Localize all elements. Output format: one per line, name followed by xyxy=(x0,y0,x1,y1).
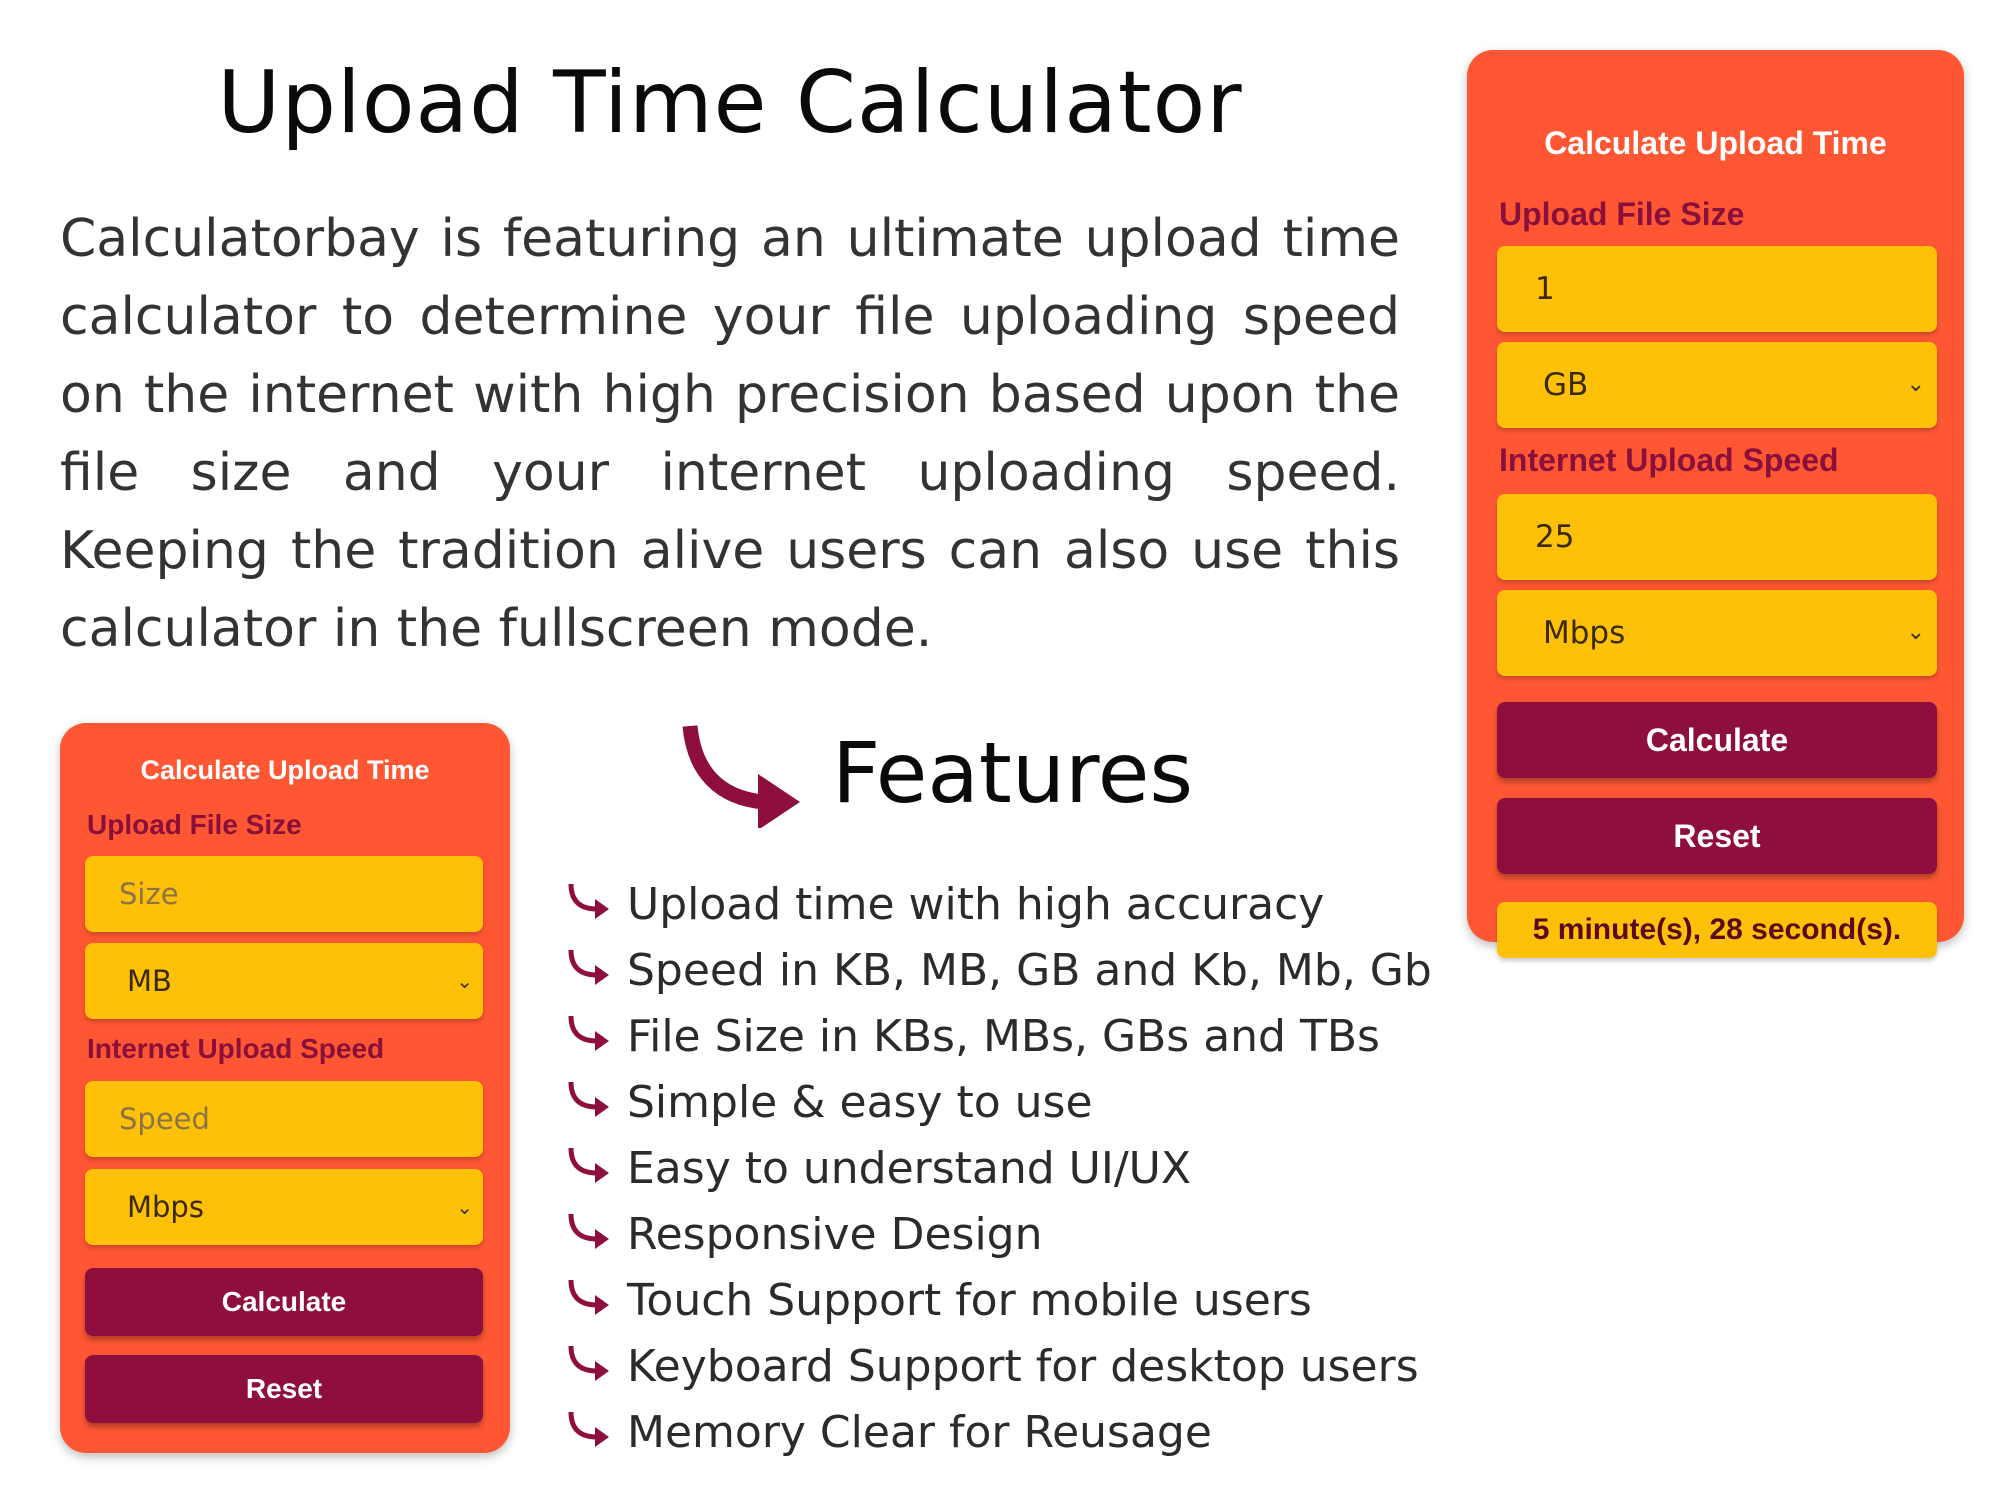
file-size-input[interactable]: 1 xyxy=(1497,246,1937,332)
feature-text: Simple & easy to use xyxy=(627,1077,1093,1128)
feature-text: Memory Clear for Reusage xyxy=(627,1407,1212,1458)
features-title: Features xyxy=(832,724,1194,822)
chevron-down-icon: ⌄ xyxy=(1906,372,1925,397)
upload-speed-placeholder: Speed xyxy=(119,1102,210,1136)
page-title: Upload Time Calculator xyxy=(217,53,1243,153)
upload-speed-value: 25 xyxy=(1535,519,1575,555)
feature-text: Responsive Design xyxy=(627,1209,1043,1260)
file-size-unit-select[interactable]: GB ⌄ xyxy=(1497,342,1937,428)
feature-text: Keyboard Support for desktop users xyxy=(627,1341,1419,1392)
upload-speed-unit-select[interactable]: Mbps ⌄ xyxy=(1497,590,1937,676)
feature-item: File Size in KBs, MBs, GBs and TBs xyxy=(565,1004,1425,1070)
feature-item: Simple & easy to use xyxy=(565,1070,1425,1136)
intro-paragraph: Calculatorbay is featuring an ultimate u… xyxy=(60,209,1400,659)
curved-arrow-icon xyxy=(568,1411,609,1447)
feature-item: Upload time with high accuracy xyxy=(565,872,1425,938)
chevron-down-icon: ⌄ xyxy=(456,969,473,993)
upload-speed-unit-value: Mbps xyxy=(127,1190,204,1224)
file-size-unit-value: MB xyxy=(127,964,172,998)
feature-text: Touch Support for mobile users xyxy=(627,1275,1312,1326)
curved-arrow-icon xyxy=(568,883,609,919)
features-list: Upload time with high accuracy Speed in … xyxy=(565,872,1432,1466)
curved-arrow-icon xyxy=(682,725,800,828)
feature-text: Easy to understand UI/UX xyxy=(627,1143,1192,1194)
feature-text: File Size in KBs, MBs, GBs and TBs xyxy=(627,1011,1380,1062)
feature-item: Speed in KB, MB, GB and Kb, Mb, Gb xyxy=(565,938,1432,1004)
upload-speed-unit-select[interactable]: Mbps ⌄ xyxy=(85,1169,483,1245)
calculator-card-empty: Calculate Upload Time Upload File Size S… xyxy=(60,723,510,1453)
feature-item: Easy to understand UI/UX xyxy=(565,1136,1425,1202)
feature-text: Upload time with high accuracy xyxy=(627,879,1325,930)
curved-arrow-icon xyxy=(568,1147,609,1183)
upload-speed-label: Internet Upload Speed xyxy=(1499,442,1839,478)
upload-speed-input[interactable]: 25 xyxy=(1497,494,1937,580)
upload-speed-unit-value: Mbps xyxy=(1543,615,1626,651)
file-size-label: Upload File Size xyxy=(87,809,302,840)
upload-speed-label: Internet Upload Speed xyxy=(87,1033,385,1064)
result-output: 5 minute(s), 28 second(s). xyxy=(1497,902,1937,958)
calculator-card-filled: Calculate Upload Time Upload File Size 1… xyxy=(1467,50,1964,958)
file-size-unit-value: GB xyxy=(1543,367,1589,403)
reset-button[interactable]: Reset xyxy=(85,1355,483,1423)
file-size-placeholder: Size xyxy=(119,877,179,911)
file-size-value: 1 xyxy=(1535,271,1555,307)
feature-item: Memory Clear for Reusage xyxy=(565,1400,1425,1466)
file-size-unit-select[interactable]: MB ⌄ xyxy=(85,943,483,1019)
feature-item: Keyboard Support for desktop users xyxy=(565,1334,1425,1400)
calculator-title: Calculate Upload Time xyxy=(1544,125,1887,161)
feature-text: Speed in KB, MB, GB and Kb, Mb, Gb xyxy=(627,945,1432,996)
curved-arrow-icon xyxy=(568,1213,609,1249)
file-size-label: Upload File Size xyxy=(1499,196,1745,232)
upload-speed-input[interactable]: Speed xyxy=(85,1081,483,1157)
curved-arrow-icon xyxy=(568,1015,609,1051)
curved-arrow-icon xyxy=(568,949,609,985)
feature-item: Touch Support for mobile users xyxy=(565,1268,1425,1334)
reset-button[interactable]: Reset xyxy=(1497,798,1937,874)
curved-arrow-icon xyxy=(568,1345,609,1381)
calculate-button[interactable]: Calculate xyxy=(85,1268,483,1336)
calculate-button[interactable]: Calculate xyxy=(1497,702,1937,778)
chevron-down-icon: ⌄ xyxy=(1906,620,1925,645)
file-size-input[interactable]: Size xyxy=(85,856,483,932)
feature-item: Responsive Design xyxy=(565,1202,1425,1268)
curved-arrow-icon xyxy=(568,1081,609,1117)
calculator-title: Calculate Upload Time xyxy=(140,755,430,785)
chevron-down-icon: ⌄ xyxy=(456,1195,473,1219)
curved-arrow-icon xyxy=(568,1279,609,1315)
